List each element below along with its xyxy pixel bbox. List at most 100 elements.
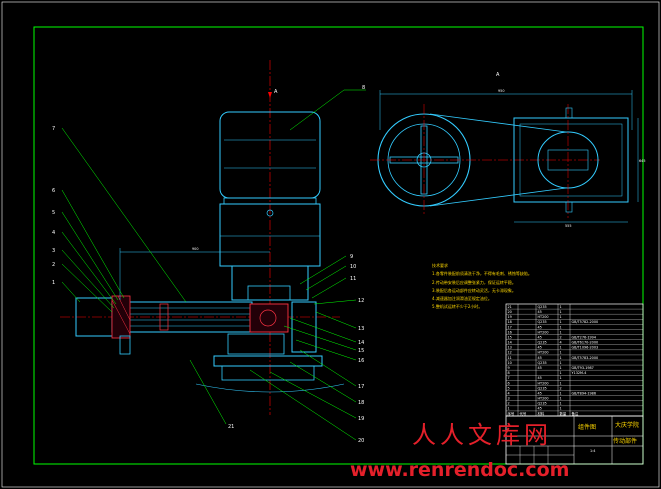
- bom-cell: 2: [508, 402, 510, 406]
- watermark-url: www.renrendoc.com: [350, 459, 569, 481]
- balloon-6: 6: [52, 188, 55, 194]
- bom-cell: Q235: [538, 361, 547, 365]
- bom-cell: 4: [508, 391, 510, 395]
- bom-cell: 16: [508, 330, 512, 334]
- watermark-chinese: 人人文库网: [412, 421, 552, 449]
- leader-5: [61, 211, 119, 301]
- bom-cell: 18: [508, 320, 512, 324]
- belt-upper: [429, 113, 567, 133]
- leader-1: [61, 281, 81, 303]
- bom-cell: 1: [560, 351, 562, 355]
- bom-cell: 1: [560, 376, 562, 380]
- balloon-2: 2: [52, 262, 55, 268]
- bom-cell: 1: [560, 356, 562, 360]
- bom-cell: GB/T5782-2000: [572, 320, 599, 324]
- leader-16: [295, 339, 357, 361]
- balloon-9: 9: [350, 254, 353, 260]
- bom-cell: Y132M-4: [572, 371, 587, 375]
- leader-6: [61, 189, 125, 299]
- bom-cell: 1: [560, 381, 562, 385]
- leader-20: [249, 369, 357, 441]
- dim-shaft-length: 900: [192, 247, 198, 251]
- bom-cell: HT200: [538, 397, 549, 401]
- bom-cell: 1: [560, 391, 562, 395]
- bom-cell: 1: [560, 366, 562, 370]
- hatch-line-1: [111, 299, 131, 335]
- bom-cell: 9: [508, 366, 510, 370]
- bom-cell: 45: [538, 310, 542, 314]
- leader-18: [289, 361, 357, 403]
- bom-cell: HT200: [538, 315, 549, 319]
- bom-cell: 1: [560, 305, 562, 309]
- technical-notes: 技术要求 1.各零件装配前须清洗干净，不得有毛刺、锈蚀等缺陷。 2.传动带安装后…: [432, 262, 532, 309]
- bom-cell: 7: [508, 376, 510, 380]
- leaders-left: 7 6 5 4 3 2 1: [52, 126, 187, 313]
- reducer-plug: [266, 209, 274, 217]
- balloon-8: 8: [362, 85, 365, 91]
- bom-cell: 1: [560, 361, 562, 365]
- bom-cell: 45: [538, 325, 542, 329]
- leader-2: [61, 263, 113, 313]
- tech-note-4: 4.减速器加注润滑油至规定油位。: [432, 295, 492, 301]
- balloon-1: 1: [52, 280, 55, 286]
- bom-cell: HT200: [538, 330, 549, 334]
- bom-cell: 45: [538, 376, 542, 380]
- leader-21: [189, 359, 227, 425]
- bom-cell: Q235: [538, 402, 547, 406]
- bom-cell: 1: [560, 320, 562, 324]
- left-support-foot: [119, 335, 131, 355]
- bolt-top: [565, 107, 573, 119]
- leader-13: [315, 311, 357, 329]
- balloon-7: 7: [52, 126, 55, 132]
- leader-7: [61, 127, 187, 303]
- bom-cell: 4: [560, 341, 562, 345]
- front-view: A: [60, 60, 345, 415]
- bom-cell: 1: [560, 397, 562, 401]
- leader-14: [289, 317, 357, 343]
- balloon-20: 20: [358, 438, 364, 444]
- dim-pulley-base: 555: [565, 224, 571, 228]
- leader-17: [299, 349, 357, 387]
- bom-cell: GB/T1096-2003: [572, 346, 599, 350]
- right-housing: [291, 301, 317, 353]
- view-a-title: A: [496, 72, 500, 78]
- bom-cell: Q235: [538, 320, 547, 324]
- bom-cell: GB/T5783-2000: [572, 356, 599, 360]
- bom-cell: 5: [508, 386, 510, 390]
- bom-cell: 45: [538, 366, 542, 370]
- balloon-17: 17: [358, 384, 364, 390]
- tech-note-3: 3.装配后各运动部件应转动灵活，无卡滞现象。: [432, 287, 516, 293]
- tech-notes-heading: 技术要求: [432, 262, 448, 268]
- bom-cell: 1: [560, 310, 562, 314]
- balloon-11: 11: [350, 276, 356, 282]
- leaders-right: 9 10 11 12 13 14 15 16 17 18 19 20 21: [189, 254, 364, 444]
- bearing-seat: [247, 285, 291, 301]
- bom-cell: 1: [560, 371, 562, 375]
- tech-note-1: 1.各零件装配前须清洗干净，不得有毛刺、锈蚀等缺陷。: [432, 270, 532, 276]
- leader-10: [305, 265, 347, 291]
- tb-drawing-name: 传动部件: [613, 437, 637, 445]
- bom-cell: 45: [538, 391, 542, 395]
- balloon-4: 4: [52, 230, 55, 236]
- bom-cell: 45: [538, 356, 542, 360]
- balloon-3: 3: [52, 248, 55, 254]
- bom-cell: 12: [508, 351, 512, 355]
- balloon-15: 15: [358, 348, 364, 354]
- leader-15: [283, 325, 357, 351]
- bom-cell: GB/T6170-2000: [572, 341, 599, 345]
- motor-base-inner: [519, 123, 623, 197]
- balloon-21: 21: [228, 424, 234, 430]
- top-view: A 950 645 555: [370, 72, 645, 228]
- leader-11: [311, 277, 347, 299]
- balloon-10: 10: [350, 264, 356, 270]
- tb-scale: 1:4: [590, 449, 595, 453]
- drawing-frame: [33, 26, 644, 465]
- balloon-5: 5: [52, 210, 55, 216]
- bom-cell: 45: [538, 407, 542, 411]
- bom-cell: 6: [508, 381, 510, 385]
- bom-cell: 14: [508, 341, 512, 345]
- dim-top-width: 950: [498, 89, 504, 93]
- leader-12: [313, 299, 357, 305]
